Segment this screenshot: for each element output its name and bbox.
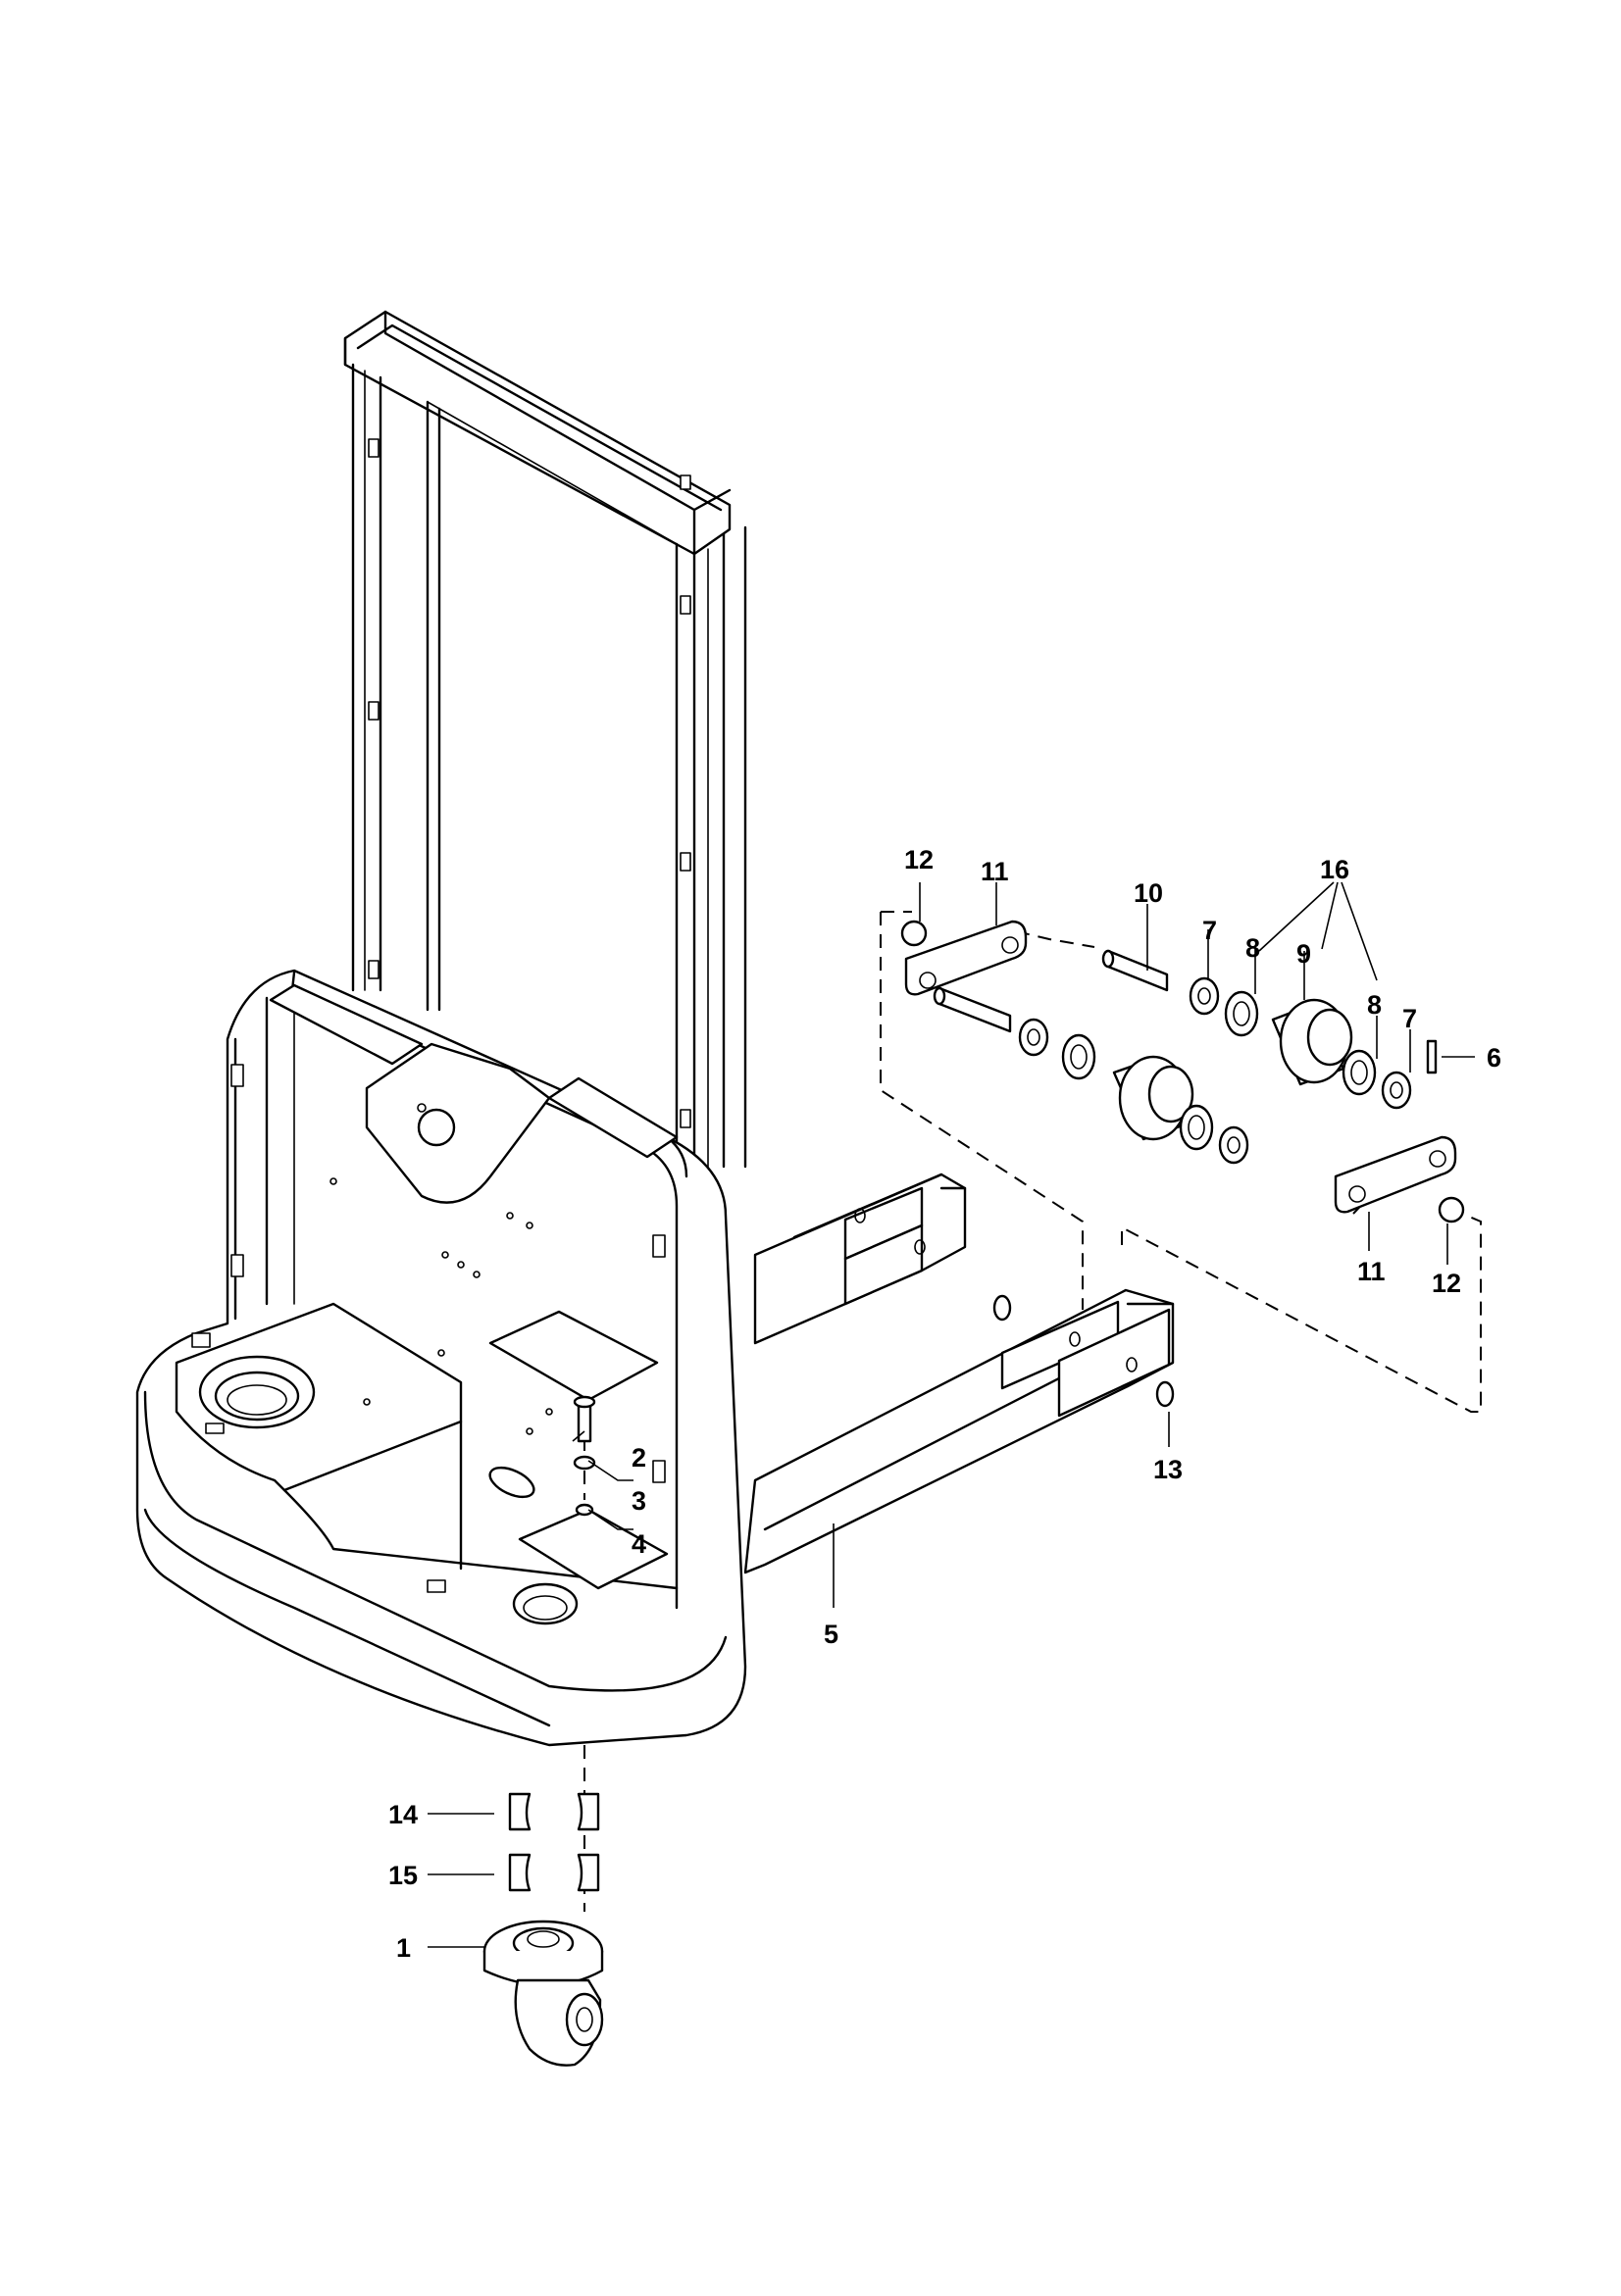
callout-7-upper: 7 xyxy=(1202,916,1217,945)
callout-11-upper: 11 xyxy=(981,857,1009,886)
callout-12-upper: 12 xyxy=(904,845,934,874)
callout-11-lower: 11 xyxy=(1357,1257,1386,1286)
callout-labels: 1 2 3 4 5 6 7 7 8 8 9 10 11 11 12 12 13 … xyxy=(388,845,1501,1963)
leader-lines xyxy=(428,881,1475,1948)
callout-10: 10 xyxy=(1134,878,1163,908)
callout-6: 6 xyxy=(1487,1043,1501,1073)
bolt-washer-stack xyxy=(573,1395,596,1517)
callout-1: 1 xyxy=(396,1933,411,1963)
callout-5: 5 xyxy=(824,1620,838,1649)
callout-4: 4 xyxy=(632,1529,646,1559)
fork-legs xyxy=(743,1173,1175,1574)
caster-wheel xyxy=(482,1745,604,2067)
callout-14: 14 xyxy=(388,1800,418,1829)
callout-7-lower: 7 xyxy=(1402,1004,1417,1033)
callout-12-lower: 12 xyxy=(1432,1269,1461,1298)
mast-frame xyxy=(343,310,747,1169)
callout-3: 3 xyxy=(632,1486,646,1516)
roller-assembly xyxy=(900,920,1465,1223)
chassis-body xyxy=(135,969,747,1747)
callout-2: 2 xyxy=(632,1443,646,1472)
callout-15: 15 xyxy=(388,1861,418,1890)
callout-8-upper: 8 xyxy=(1245,933,1260,963)
shim-plates xyxy=(508,1792,600,1892)
callout-9: 9 xyxy=(1296,939,1311,969)
callout-8-lower: 8 xyxy=(1367,990,1382,1020)
callout-13: 13 xyxy=(1153,1455,1183,1484)
callout-16: 16 xyxy=(1320,855,1349,884)
